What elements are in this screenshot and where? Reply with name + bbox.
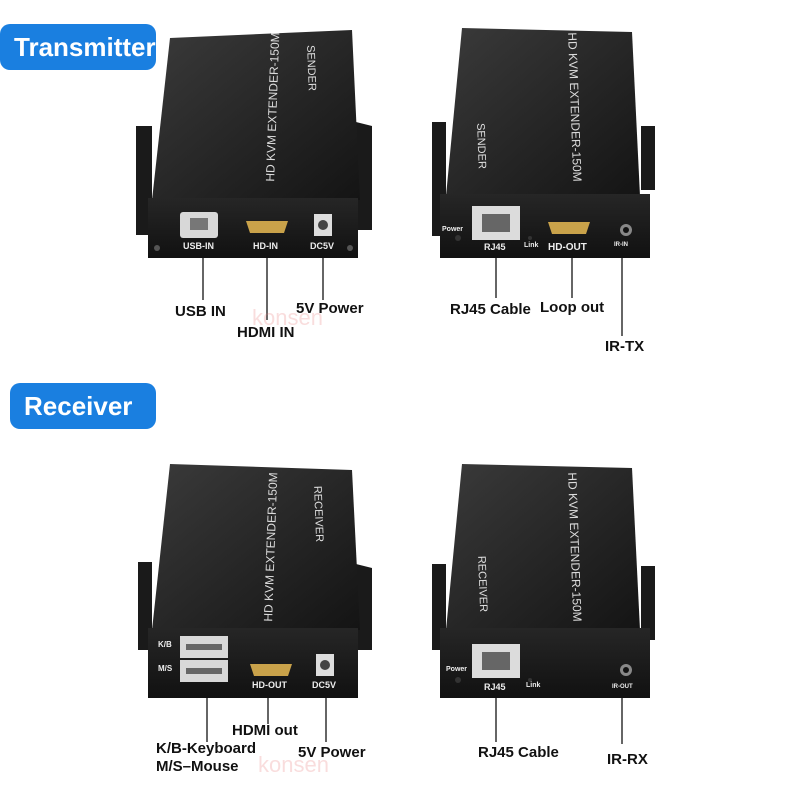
device-top <box>152 30 360 200</box>
callout-rj45-cable: RJ45 Cable <box>478 744 559 761</box>
port-label-rj45: RJ45 <box>484 242 506 252</box>
mounting-ear-right <box>356 122 372 230</box>
rx-back-callout-lines <box>495 698 623 744</box>
link-led <box>528 678 532 682</box>
link-led <box>528 236 532 240</box>
hdmi-port <box>246 221 288 233</box>
callout-usb-in: USB IN <box>175 303 226 320</box>
port-label-usb-in: USB-IN <box>183 241 214 251</box>
rx-front-callout-lines <box>206 698 327 742</box>
mounting-ear-right <box>641 566 655 640</box>
device-top <box>446 28 640 196</box>
device-top <box>446 464 640 630</box>
callout-rj45-cable: RJ45 Cable <box>450 301 531 318</box>
transmitter-badge: Transmitter <box>0 24 156 70</box>
rx-front-receiver-text: RECEIVER <box>311 485 326 543</box>
watermark: konsen <box>258 752 329 777</box>
device-front-panel <box>440 194 650 258</box>
mounting-ear-right <box>641 126 655 190</box>
callout-kb-keyboard: K/B-Keyboard <box>156 740 257 757</box>
transmitter-back-device <box>432 28 655 258</box>
callout-ir-rx: IR-RX <box>607 751 648 768</box>
tx-front-sender-text: SENDER <box>304 44 318 92</box>
receiver-back-device <box>432 464 655 698</box>
port-label-ms: M/S <box>158 664 173 673</box>
port-label-link: Link <box>524 242 539 249</box>
callout-hdmi-out: HDMI out <box>232 722 298 739</box>
hdmi-port <box>548 222 590 234</box>
callout-5v-power: 5V Power <box>298 744 366 761</box>
power-led <box>455 677 461 683</box>
transmitter-front-device <box>136 30 372 258</box>
port-label-dc5v: DC5V <box>310 241 335 251</box>
port-label-power: Power <box>442 226 464 233</box>
power-led <box>455 235 461 241</box>
receiver-front-device <box>138 464 372 698</box>
port-label-hd-out: HD-OUT <box>548 242 587 253</box>
callout-5v-power: 5V Power <box>296 300 364 317</box>
device-top <box>152 464 360 630</box>
port-label-ir-out: IR-OUT <box>612 684 633 690</box>
hdmi-port <box>250 664 292 676</box>
watermark: konsen <box>252 305 323 330</box>
port-label-ir-in: IR-IN <box>614 242 628 248</box>
port-label-power: Power <box>446 666 468 673</box>
callout-ir-tx: IR-TX <box>605 338 645 355</box>
port-label-kb: K/B <box>158 640 172 649</box>
mounting-ear-right <box>356 564 372 650</box>
port-label-link: Link <box>526 682 541 689</box>
tx-front-callout-lines <box>202 258 324 320</box>
tx-back-callout-lines <box>495 258 623 336</box>
callout-ms-mouse: M/S–Mouse <box>156 758 239 775</box>
port-label-dc5v: DC5V <box>312 680 337 690</box>
rx-back-receiver-text: RECEIVER <box>475 555 490 613</box>
port-label-rj45: RJ45 <box>484 682 506 692</box>
port-label-hd-out: HD-OUT <box>252 680 287 690</box>
port-label-hd-in: HD-IN <box>253 241 278 251</box>
receiver-badge: Receiver <box>10 383 156 429</box>
callout-hdmi-in: HDMI IN <box>237 324 295 341</box>
callout-loop-out: Loop out <box>540 299 605 316</box>
tx-back-sender-text: SENDER <box>474 122 488 170</box>
